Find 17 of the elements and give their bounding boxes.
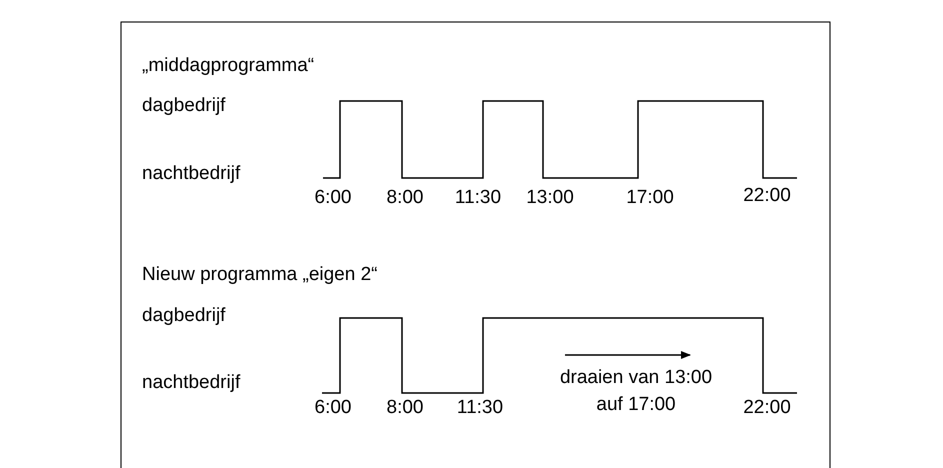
time-label: 8:00 [386, 397, 424, 419]
time-label: 13:00 [526, 187, 574, 209]
section-heading: „middagprogramma“ [142, 55, 314, 77]
time-label: 17:00 [626, 187, 674, 209]
time-label: 8:00 [386, 187, 424, 209]
time-label: 6:00 [314, 397, 352, 419]
level-label: nachtbedrijf [142, 372, 240, 394]
section-heading: Nieuw programma „eigen 2“ [142, 264, 378, 286]
level-label: dagbedrijf [142, 305, 226, 327]
time-label: 22:00 [743, 185, 791, 207]
time-label: 6:00 [314, 187, 352, 209]
time-label: 11:30 [456, 397, 504, 419]
time-label: 11:30 [454, 187, 502, 209]
level-label: nachtbedrijf [142, 163, 240, 185]
annotation-text: draaien van 13:00 auf 17:00 [558, 366, 714, 417]
level-label: dagbedrijf [142, 95, 226, 117]
time-label: 22:00 [743, 397, 791, 419]
